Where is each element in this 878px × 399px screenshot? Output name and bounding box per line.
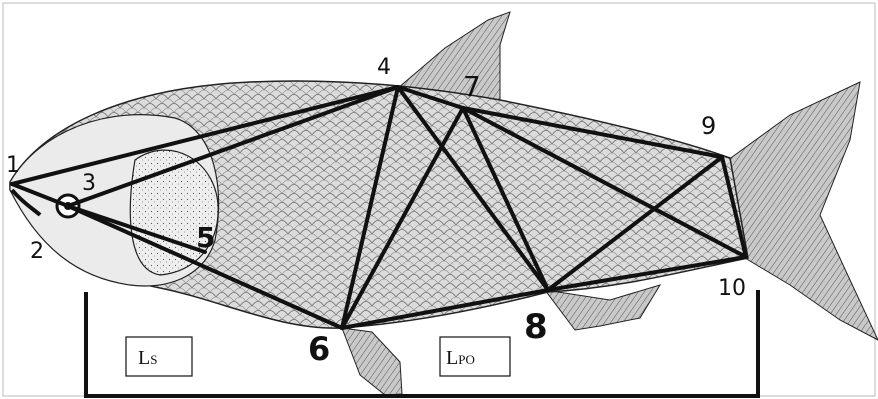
landmark-2-label: 2 [30,239,44,264]
landmark-5-label: 5 [196,221,215,254]
lpo-sub-label: PO [458,352,475,367]
landmark-7-label: 7 [463,70,481,103]
landmark-9-label: 9 [701,112,716,140]
landmark-6-label: 6 [308,330,330,368]
ls-main-label: L [138,347,150,369]
landmark-3-label: 3 [82,171,96,196]
lpo-main-label: L [446,347,458,369]
landmark-8-label: 8 [524,307,548,347]
lpo-length-box: LPO [440,337,510,376]
landmark-10-label: 10 [718,276,746,301]
ls-sub-label: S [150,352,157,367]
ls-length-box: LS [126,337,192,376]
landmark-1-label: 1 [6,153,20,178]
landmark-4-label: 4 [377,55,391,80]
